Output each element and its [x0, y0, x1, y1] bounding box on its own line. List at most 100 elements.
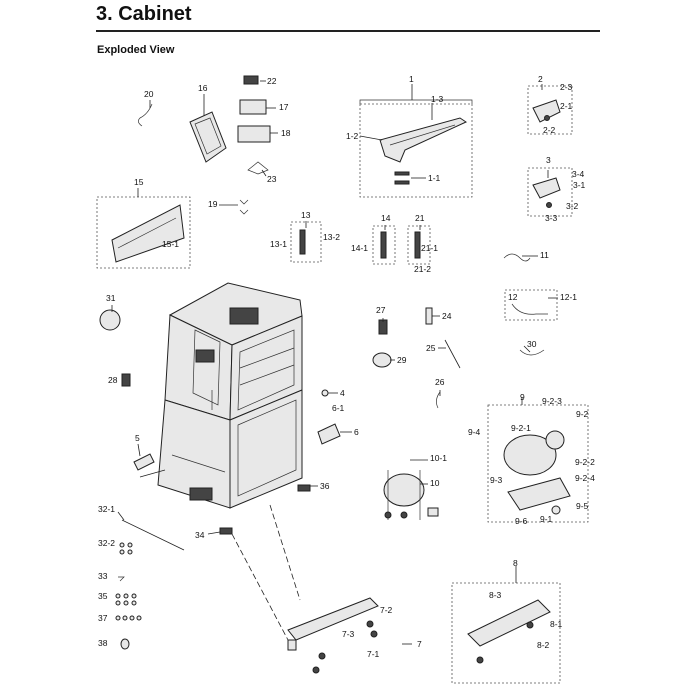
part-21-rail: [414, 231, 421, 259]
callout-30: 30: [527, 339, 537, 349]
part-group-21-box: [407, 225, 431, 265]
part-14-rail: [380, 231, 387, 259]
callout-3-3: 3-3: [545, 213, 558, 223]
callout-21-2: 21-2: [414, 264, 431, 274]
part-12-pipe: [511, 303, 548, 315]
part-26-wire: [436, 391, 441, 409]
part-28-sensor: [121, 373, 131, 387]
callout-19: 19: [208, 199, 218, 209]
callout-7-1: 7-1: [367, 649, 380, 659]
part-5-bracket: [133, 453, 155, 471]
callout-1-3: 1-3: [431, 94, 444, 104]
callout-3-2: 3-2: [566, 201, 579, 211]
part-31-fan: [99, 309, 121, 331]
callout-7-3: 7-3: [342, 629, 355, 639]
callout-33: 33: [98, 571, 108, 581]
part-group-15-box: [96, 196, 191, 269]
callout-28: 28: [108, 375, 118, 385]
callout-9-2-2: 9-2-2: [575, 457, 595, 467]
part-group-14-box: [372, 225, 396, 265]
callout-12: 12: [508, 292, 518, 302]
part-33-clip: [118, 576, 125, 582]
part-20-wire: [138, 103, 153, 127]
part-30-wire: [519, 349, 545, 356]
part-25-rod: [444, 339, 461, 369]
exploded-view-heading: Exploded View: [97, 44, 175, 56]
callout-23: 23: [267, 174, 277, 184]
part-15-duct: [111, 204, 185, 263]
callout-9-3: 9-3: [490, 475, 503, 485]
callout-9-6: 9-6: [515, 516, 528, 526]
callout-20: 20: [144, 89, 154, 99]
callout-9-1: 9-1: [540, 514, 553, 524]
callout-36: 36: [320, 481, 330, 491]
callout-9-2: 9-2: [576, 409, 589, 419]
part-27-switch: [378, 319, 388, 335]
callout-27: 27: [376, 305, 386, 315]
part-10-compressor: [383, 470, 439, 520]
callout-21: 21: [415, 213, 425, 223]
callout-11: 11: [540, 250, 549, 260]
callout-13: 13: [301, 210, 311, 220]
part-group-2-box: [527, 85, 573, 135]
callout-16: 16: [198, 83, 208, 93]
part-32-1-rail: [121, 519, 185, 551]
callout-14: 14: [381, 213, 391, 223]
callout-6: 6: [354, 427, 359, 437]
part-4-screw: [321, 389, 329, 397]
callout-15-1: 15-1: [162, 239, 179, 249]
part-19-clips: [239, 199, 249, 215]
part-29-damper: [372, 352, 392, 368]
callout-12-1: 12-1: [560, 292, 577, 302]
part-35-screws: [115, 593, 137, 606]
callout-25: 25: [426, 343, 436, 353]
callout-9-4: 9-4: [468, 427, 481, 437]
callout-22: 22: [267, 76, 277, 86]
part-group-3-box: [527, 167, 573, 217]
part-32-2-screws: [119, 542, 133, 555]
callout-21-1: 21-1: [421, 243, 438, 253]
callout-34: 34: [195, 530, 205, 540]
part-group-9-box: [487, 404, 589, 523]
part-group-13-box: [290, 221, 322, 263]
callout-9-5: 9-5: [576, 501, 589, 511]
title-underline: [96, 30, 600, 32]
callout-1: 1: [409, 74, 414, 84]
part-3-hinge: [532, 177, 561, 208]
part-group-8-box: [451, 582, 561, 684]
part-6-bracket: [317, 423, 341, 445]
part-11-wire: [503, 253, 531, 262]
callout-8-3: 8-3: [489, 590, 502, 600]
callout-5: 5: [135, 433, 140, 443]
callout-9-2-4: 9-2-4: [575, 473, 595, 483]
callout-14-1: 14-1: [351, 243, 368, 253]
part-17-board: [239, 99, 267, 115]
callout-35: 35: [98, 591, 108, 601]
callout-1-2: 1-2: [346, 131, 359, 141]
part-7-base-rail: [287, 597, 379, 674]
callout-3: 3: [546, 155, 551, 165]
callout-15: 15: [134, 177, 144, 187]
callout-2-1: 2-1: [560, 101, 573, 111]
callout-38: 38: [98, 638, 108, 648]
callout-31: 31: [106, 293, 116, 303]
part-2-hinge: [532, 99, 561, 123]
callout-10: 10: [430, 478, 440, 488]
callout-17: 17: [279, 102, 289, 112]
page-title: 3. Cabinet: [96, 3, 192, 25]
callout-4: 4: [340, 388, 345, 398]
part-23-clip: [247, 161, 269, 175]
callout-3-1: 3-1: [573, 180, 586, 190]
callout-6-1: 6-1: [332, 403, 345, 413]
cabinet-body: [139, 282, 303, 509]
part-34-foot: [219, 527, 233, 535]
part-16-panel: [189, 111, 227, 163]
callout-37: 37: [98, 613, 108, 623]
part-group-1-box: [359, 99, 473, 198]
callout-10-1: 10-1: [430, 453, 447, 463]
leader-lines: [111, 80, 558, 645]
part-36-foot: [297, 484, 311, 492]
callout-13-1: 13-1: [270, 239, 287, 249]
callout-9-2-1: 9-2-1: [511, 423, 531, 433]
callout-8-1: 8-1: [550, 619, 563, 629]
